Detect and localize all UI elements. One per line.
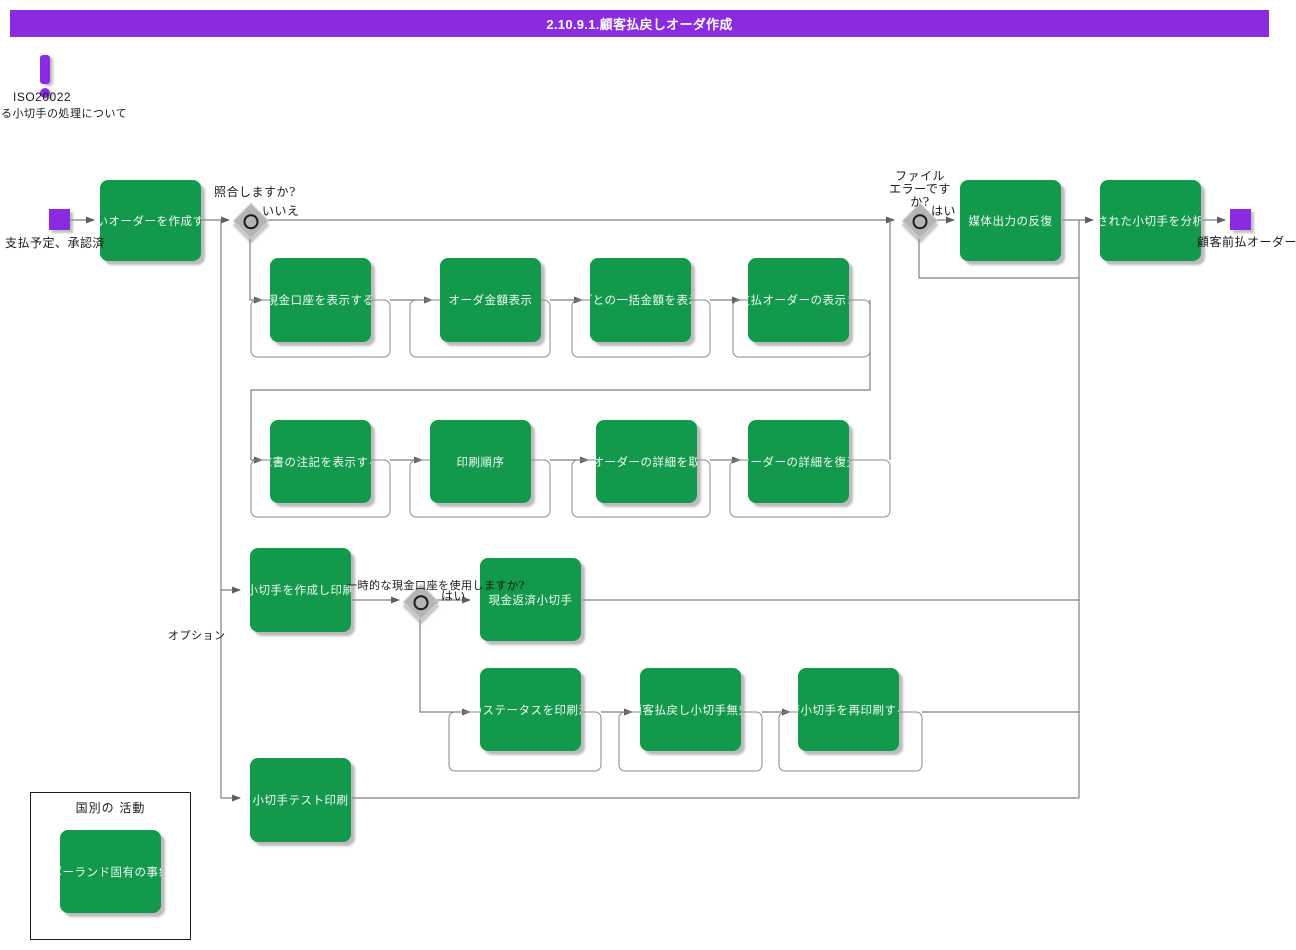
activity-create-payment-order[interactable]: 払いオーダーを作成する [100, 180, 201, 261]
gateway-match-question: 照合しますか? [214, 185, 296, 199]
gateway-ring-icon [410, 591, 432, 613]
activity-show-batch-amount[interactable]: ごとの一括金額を表示 [590, 258, 691, 342]
gateway-file-error-branch-yes: はい [931, 204, 957, 218]
activity-analyze-printed-checks[interactable]: された小切手を分析 [1100, 180, 1201, 261]
gateway-temp-account-question: 一時的な現金口座を使用しますか? [346, 579, 525, 592]
activity-reprint-printed-check[interactable]: 済小切手を再印刷する [798, 668, 899, 751]
annotation-note: る小切手の処理について [1, 107, 128, 120]
activity-show-cash-account[interactable]: 現金口座を表示する [270, 258, 371, 342]
activity-label: 現金口座を表示する [270, 293, 371, 307]
activity-cash-refund-check[interactable]: 現金返済小切手 [480, 558, 581, 641]
country-group-title: 国別の 活動 [75, 801, 146, 815]
activity-poland-specific[interactable]: ポーランド固有の事象 [60, 830, 161, 913]
exclamation-icon-dot [40, 88, 50, 98]
gateway-match-branch-no: いいえ [262, 204, 300, 218]
gateway-file-error-question: ファイル エラーですか? [880, 170, 960, 209]
start-event[interactable] [49, 209, 70, 230]
activity-media-output-repeat[interactable]: 媒体出力の反復 [960, 180, 1061, 261]
activity-create-and-print-check[interactable]: 小切手を作成し印刷 [250, 548, 351, 632]
diagram-title: 2.10.9.1.顧客払戻しオーダ作成 [546, 17, 733, 32]
end-event-label: 顧客前払オーダー [1197, 235, 1296, 249]
activity-label: オーダ金額表示 [448, 293, 533, 307]
gateway-ring-icon [240, 210, 262, 232]
start-event-label: 支払予定、承認済 [5, 236, 106, 250]
activity-label: 顧客払戻し小切手無効 [640, 702, 741, 717]
activity-label: 印刷順序 [456, 454, 505, 469]
activity-label: ポーランド固有の事象 [60, 864, 161, 879]
activity-get-order-details[interactable]: 払オーダーの詳細を取得 [596, 420, 697, 503]
activity-label: 媒体出力の反復 [968, 213, 1053, 228]
end-event[interactable] [1230, 209, 1251, 230]
activity-invalidate-refund-check[interactable]: 顧客払戻し小切手無効 [640, 668, 741, 751]
activity-label: された小切手を分析 [1100, 213, 1201, 228]
activity-print-sequence[interactable]: 印刷順序 [430, 420, 531, 503]
optional-edge-label: オプション [168, 629, 226, 642]
activity-label: 小切手テスト印刷 [252, 793, 349, 807]
gateway-ring-icon [909, 210, 931, 232]
activity-show-order-amount[interactable]: オーダ金額表示 [440, 258, 541, 342]
country-activities-group: 国別の 活動 [30, 792, 191, 940]
diagram-title-bar: 2.10.9.1.顧客払戻しオーダ作成 [10, 10, 1269, 37]
activity-print-check-status[interactable]: のステータスを印刷済 [480, 668, 581, 751]
activity-label: 払オーダーの詳細を取得 [596, 454, 697, 469]
activity-label: 払いオーダーを作成する [100, 213, 201, 228]
activity-label: のステータスを印刷済 [480, 702, 581, 717]
activity-label: 現金返済小切手 [488, 592, 573, 607]
activity-label: 求書の注記を表示する [270, 454, 371, 469]
activity-label: 済小切手を再印刷する [798, 702, 899, 717]
activity-show-invoice-note[interactable]: 求書の注記を表示する [270, 420, 371, 503]
activity-check-test-print[interactable]: 小切手テスト印刷 [250, 758, 351, 842]
activity-restore-order-details[interactable]: オーダーの詳細を復元 [748, 420, 849, 503]
activity-show-payment-order[interactable]: 支払オーダーの表示ま [748, 258, 849, 342]
activity-label: ごとの一括金額を表示 [590, 293, 691, 307]
activity-label: 小切手を作成し印刷 [250, 583, 351, 597]
question-line2: エラーですか? [889, 182, 951, 209]
activity-label: 支払オーダーの表示ま [748, 293, 849, 307]
exclamation-icon [40, 55, 50, 84]
annotation-heading: ISO20022 [13, 90, 72, 104]
activity-label: オーダーの詳細を復元 [748, 454, 849, 469]
gateway-temp-account-branch-yes: はい [441, 589, 467, 603]
question-line1: ファイル [894, 169, 945, 183]
